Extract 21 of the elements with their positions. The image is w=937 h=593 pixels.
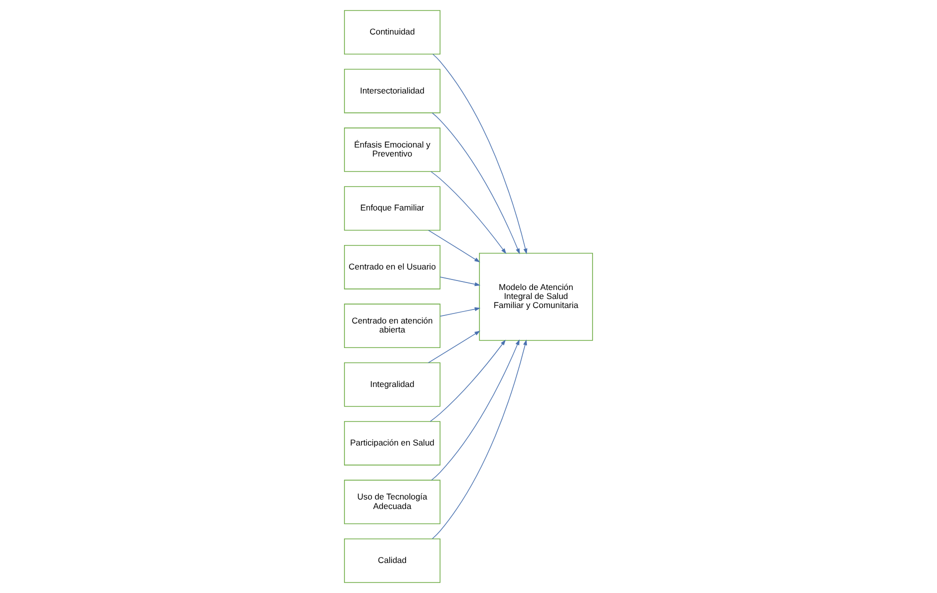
arrow: [432, 112, 520, 254]
node-box: Uso de Tecnología Adecuada: [344, 480, 440, 524]
arrow: [431, 339, 520, 480]
node-box: Enfoque Familiar: [344, 186, 440, 231]
arrow: [430, 171, 506, 254]
arrow: [440, 307, 480, 317]
node-box: Participación en Salud: [344, 421, 440, 466]
arrow: [428, 330, 480, 364]
arrow: [432, 54, 528, 254]
node-box: Integralidad: [344, 362, 440, 407]
arrow: [440, 276, 480, 286]
arrow: [430, 340, 506, 422]
node-box: Modelo de Atención Integral de Salud Familiar y Comunitaria: [479, 252, 593, 341]
node-box: Centrado en atención abierta: [344, 304, 440, 348]
node-box: Calidad: [344, 538, 440, 583]
node-box: Intersectorialidad: [344, 68, 440, 114]
node-box: Continuidad: [344, 10, 440, 54]
arrow: [432, 339, 528, 540]
arrow: [428, 230, 480, 262]
node-box: Énfasis Emocional y Preventivo: [344, 128, 440, 172]
node-box: Centrado en el Usuario: [344, 244, 440, 290]
